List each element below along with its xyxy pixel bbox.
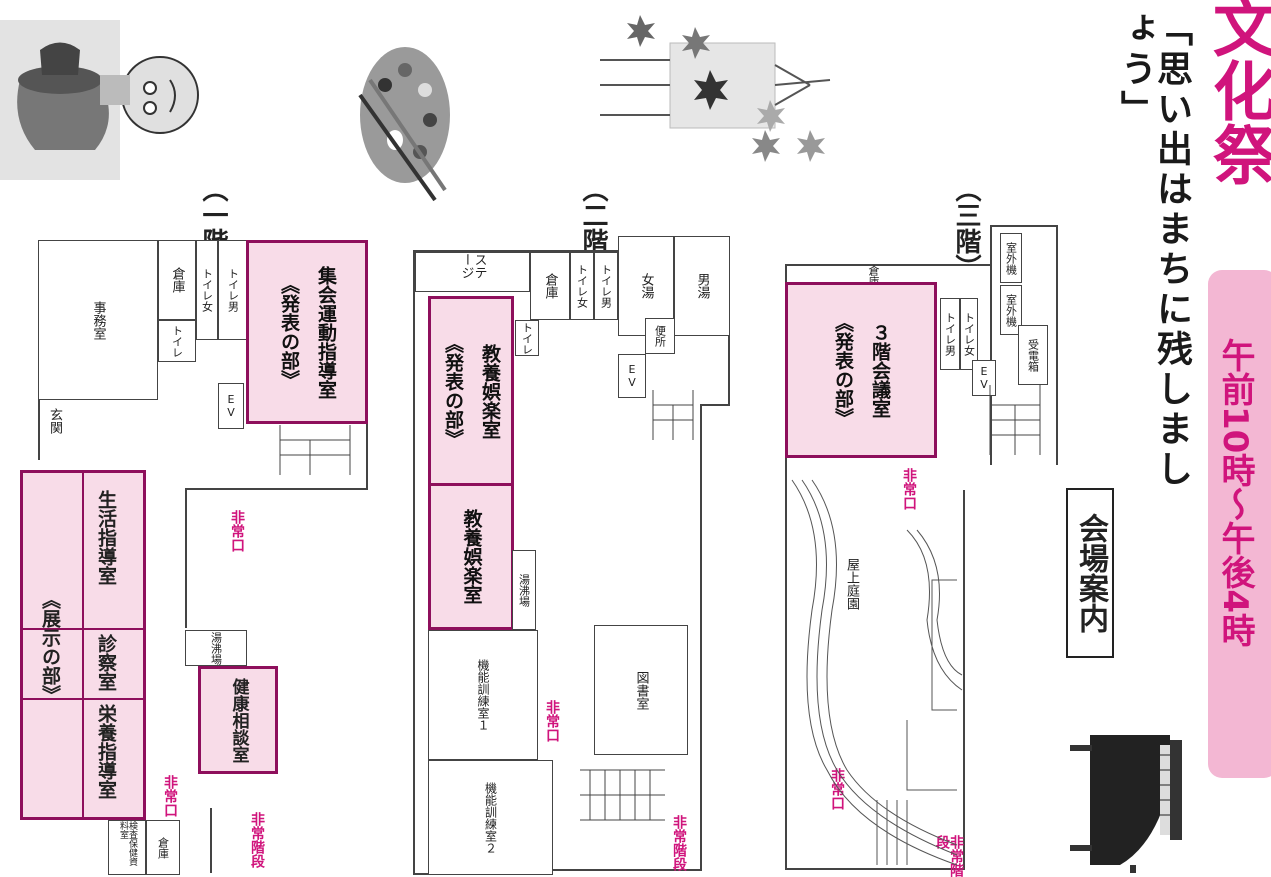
stairs-icon [652,390,694,440]
room-sub: 《発表の部》 [832,313,854,427]
living-guidance-room: 生活指導室 [95,490,117,585]
time-badge [1208,270,1271,778]
toilet-f-3f: トイレ女 [960,298,978,370]
roof-garden: 屋上庭園 [844,558,859,610]
emergency-stairs-1f: 非常階段 [249,812,265,868]
gym-room-1: 機能訓練室１ [428,630,538,760]
kettle-room-1f: 湯沸場 [185,630,247,666]
outdoor-unit-1: 室外機 [1000,233,1022,283]
restroom-2f: 便所 [645,318,675,354]
stage: ステージ [415,252,530,292]
outdoor-unit-2: 室外機 [1000,285,1022,335]
library: 図書室 [594,625,688,755]
ev-2f: EV [618,354,646,398]
room-name: ３階会議室 [869,322,891,418]
ev-1f: EV [218,383,244,429]
culture-room-1[interactable]: 教養娯楽室 《発表の部》 [428,296,514,486]
exam-room: 診察室 [95,634,117,691]
easel-maple-icon [600,15,831,162]
stairs-icon [279,425,351,475]
toilet-m-2f: トイレ男 [594,252,618,320]
slogan-text: 「思い出はまちに残しましょう」 [1115,10,1193,490]
office: 事務室 [38,240,158,400]
pottery-elder-icon [0,20,199,180]
room-name: 教養娯楽室 [460,509,483,604]
piano-icon [1070,735,1182,873]
warehouse-3f: 倉庫 [867,265,880,287]
guide-box: 会場案内 [1066,488,1114,658]
power-box: 受電箱 [1018,325,1048,385]
time-text: 午前10時〜午後4時 [1215,338,1255,647]
palette-icon [358,47,450,202]
emergency-stairs-icon [580,769,665,821]
ev-3f: EV [972,360,996,396]
warehouse-1f: 倉庫 [158,240,196,320]
warehouse2-1f: 倉庫 [146,820,180,875]
room-name: 集会運動指導室 [315,265,337,399]
nutrition-room: 栄養指導室 [95,704,117,799]
bath-women: 女湯 [618,236,674,336]
exit-1f-1: 非常口 [229,510,245,552]
assembly-room[interactable]: 集会運動指導室 《発表の部》 [246,240,368,424]
gym-room-2: 機能訓練室２ [428,760,553,875]
toilet-m-1f: トイレ男 [218,240,248,340]
garden-contours [791,479,963,866]
room-sub: 《発表の部》 [278,275,300,389]
festival-title: 文化祭 [1209,0,1271,186]
culture-room-2[interactable]: 教養娯楽室 [428,483,514,630]
room-sub: 《発表の部》 [442,334,464,448]
exit-1f-2: 非常口 [162,775,178,817]
kettle-room-2f: 湯沸場 [512,550,536,630]
stairs-icon [989,385,1041,455]
exam-storage-room: 検査保健資料室 [108,820,146,875]
health-room[interactable]: 健康相談室 [198,666,278,774]
toilet-f-1f: トイレ女 [196,240,218,340]
exhibit-sub: 《展示の部》 [39,590,61,704]
entrance: 玄関 [47,408,62,434]
toilet-f-2f: トイレ女 [570,252,594,320]
emergency-stairs-2f: 非常階段 [671,815,687,871]
bath-men: 男湯 [674,236,730,336]
conference-room-3f[interactable]: ３階会議室 《発表の部》 [785,282,937,458]
room-name: 教養娯楽室 [479,343,501,439]
toilet-m-3f: トイレ男 [940,298,960,370]
emergency-stairs-3f: 非常階段 [934,835,964,877]
exit-3f-2: 非常口 [829,768,845,810]
toilet2-2f: トイレ [515,320,539,356]
warehouse-2f: 倉庫 [530,252,570,320]
floor-3-label: （三階） [951,176,981,280]
toilet-1f: トイレ [158,320,196,362]
exit-3f-1: 非常口 [901,468,917,510]
exit-2f: 非常口 [544,700,560,742]
